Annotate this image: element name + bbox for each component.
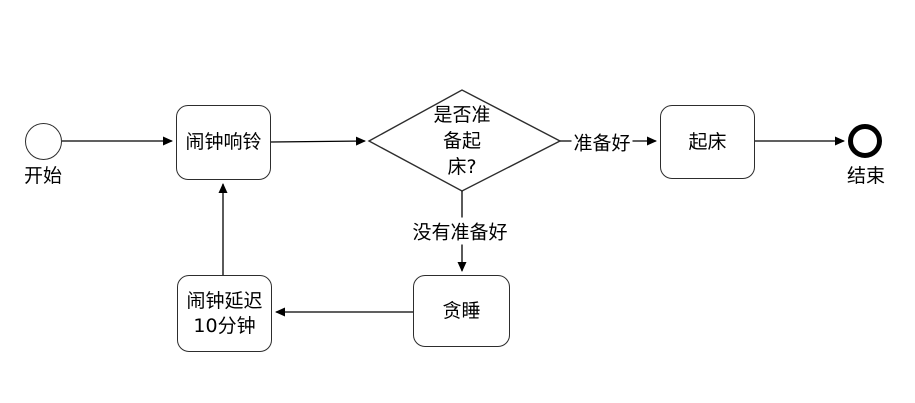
start-event-circle bbox=[25, 123, 62, 160]
edge-alarm-to-decision bbox=[270, 136, 366, 146]
end-event-circle bbox=[848, 124, 882, 158]
node-alarm-rings-label: 闹钟响铃 bbox=[185, 131, 262, 153]
decision-label-line1: 是否准 bbox=[433, 104, 491, 126]
node-alarm-rings: 闹钟响铃 bbox=[176, 105, 271, 180]
edge-label-ready: 准备好 bbox=[571, 128, 633, 156]
end-event-label: 结束 bbox=[846, 165, 886, 187]
node-alarm-delay-line1: 闹钟延迟 bbox=[186, 289, 263, 312]
edge-label-not-ready: 没有准备好 bbox=[410, 217, 510, 245]
node-get-up: 起床 bbox=[660, 105, 755, 179]
node-snooze: 贪睡 bbox=[413, 275, 510, 347]
start-event-label: 开始 bbox=[23, 165, 63, 187]
decision-node-label: 是否准 备起 床? bbox=[412, 102, 512, 180]
node-alarm-delay-line2: 10分钟 bbox=[193, 314, 256, 337]
node-alarm-delay: 闹钟延迟 10分钟 bbox=[177, 275, 272, 352]
node-get-up-label: 起床 bbox=[688, 130, 727, 153]
decision-label-line3: 床? bbox=[447, 156, 477, 178]
decision-label-line2: 备起 bbox=[442, 130, 481, 152]
node-snooze-label: 贪睡 bbox=[442, 299, 481, 322]
